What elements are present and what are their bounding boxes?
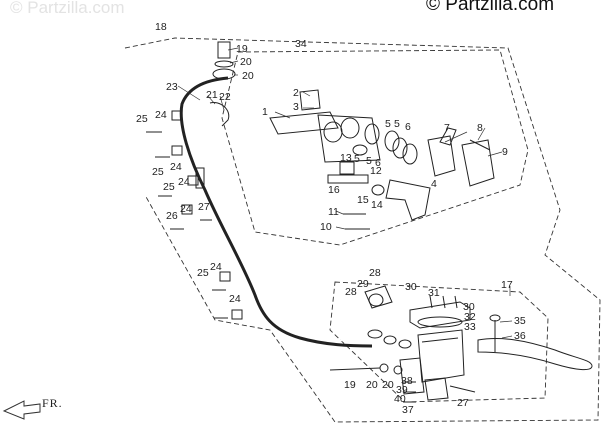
- front-direction-label: FR.: [42, 396, 63, 410]
- callout-20: 20: [382, 379, 394, 391]
- callout-11: 11: [328, 206, 339, 218]
- callout-14: 14: [371, 199, 383, 211]
- callout-36: 36: [514, 330, 526, 342]
- callout-19: 19: [236, 43, 248, 55]
- callout-16: 16: [328, 184, 340, 196]
- callout-30: 30: [405, 281, 417, 293]
- callout-27: 27: [457, 397, 469, 409]
- callout-2: 2: [293, 87, 299, 99]
- callout-24: 24: [180, 203, 192, 215]
- assembly-boundary-18: [124, 37, 601, 423]
- part-callouts: 18 19 20 20 21 22 23 24 25 24 25 24 25 2…: [136, 21, 526, 416]
- caliper-boundary-34: [221, 49, 529, 246]
- callout-24: 24: [155, 109, 167, 121]
- callout-24: 24: [229, 293, 241, 305]
- callout-31: 31: [428, 287, 440, 299]
- callout-5: 5: [354, 153, 360, 165]
- callout-25: 25: [136, 113, 148, 125]
- callout-29: 29: [357, 278, 369, 290]
- callout-38: 38: [401, 375, 413, 387]
- callout-24: 24: [178, 176, 190, 188]
- callout-40: 40: [394, 393, 406, 405]
- callout-22: 22: [219, 91, 231, 103]
- master-cylinder-boundary-17: [329, 281, 549, 403]
- front-direction-arrow: [2, 400, 41, 420]
- callout-26: 26: [166, 210, 178, 222]
- callout-25: 25: [152, 166, 164, 178]
- callout-15: 15: [357, 194, 369, 206]
- callout-9: 9: [502, 146, 508, 158]
- callout-27: 27: [198, 201, 210, 213]
- callout-19: 19: [344, 379, 356, 391]
- callout-5: 5: [394, 118, 400, 130]
- callout-8: 8: [477, 122, 483, 134]
- callout-20: 20: [366, 379, 378, 391]
- watermark-partzilla: © Partzilla.com: [426, 0, 555, 15]
- watermark-faint: © Partzilla.com: [10, 0, 125, 17]
- callout-4: 4: [431, 178, 437, 190]
- callout-18: 18: [155, 21, 167, 33]
- callout-37: 37: [402, 404, 414, 416]
- callout-24: 24: [170, 161, 182, 173]
- callout-3: 3: [293, 101, 299, 113]
- callout-7: 7: [444, 122, 450, 134]
- callout-32: 32: [464, 311, 476, 323]
- callout-21: 21: [206, 89, 218, 101]
- callout-10: 10: [320, 221, 332, 233]
- callout-35: 35: [514, 315, 526, 327]
- callout-28: 28: [345, 286, 357, 298]
- callout-5: 5: [366, 155, 372, 167]
- callout-28: 28: [369, 267, 381, 279]
- callout-5: 5: [385, 118, 391, 130]
- callout-13: 13: [340, 152, 352, 164]
- callout-25: 25: [163, 181, 175, 193]
- callout-39: 39: [396, 384, 408, 396]
- callout-23: 23: [166, 81, 178, 93]
- callout-1: 1: [262, 106, 268, 118]
- callout-20: 20: [242, 70, 254, 82]
- callout-33: 33: [464, 321, 476, 333]
- callout-6: 6: [375, 157, 381, 169]
- callout-17: 17: [501, 279, 513, 291]
- callout-6: 6: [405, 121, 411, 133]
- callout-12: 12: [370, 165, 382, 177]
- callout-20: 20: [240, 56, 252, 68]
- callout-25: 25: [197, 267, 209, 279]
- callout-24: 24: [210, 261, 222, 273]
- callout-34: 34: [295, 38, 307, 50]
- callout-30: 30: [463, 301, 475, 313]
